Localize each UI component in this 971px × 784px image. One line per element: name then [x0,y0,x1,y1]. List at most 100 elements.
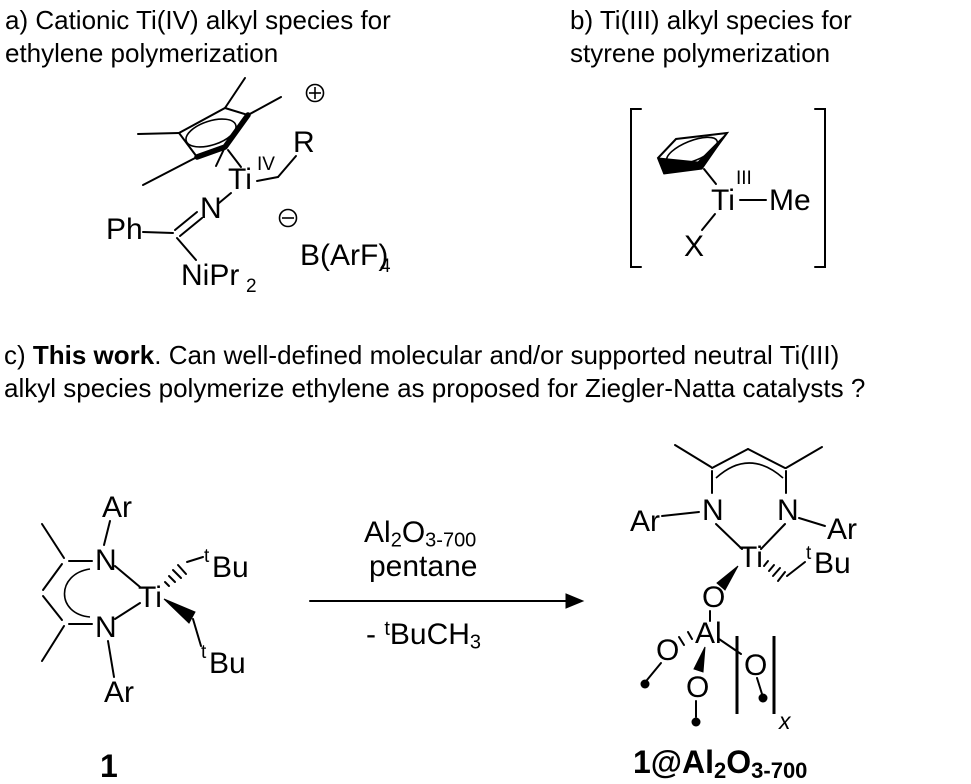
ti-label: Ti [739,541,763,574]
section-b-heading: b) Ti(III) alkyl species for styrene pol… [570,4,852,70]
byproduct-minus: - [366,618,385,651]
n-ti-bond [114,602,141,620]
borate-label-sub: 4 [380,256,391,277]
n-ar-bond [107,640,115,678]
al-label: Al [695,617,722,650]
alkyl-r-bond [277,155,297,178]
structure-a-drawing: Ti IV R N Ph NiPr 2 B(ArF) 4 [106,77,391,297]
tbu-label-bottom: Bu [209,647,246,680]
surface-dot [758,693,768,703]
tbu-label: Bu [814,547,851,580]
reagent-al: Al [364,516,391,549]
alkyl-bond [786,561,806,577]
cp-star-ring-ellipse [185,118,237,148]
o-label-bracket: O [744,649,767,682]
repeat-subscript: x [778,708,792,734]
anion-minus-icon [278,208,298,228]
arrow-reagent: Al2O3-700 [364,518,476,555]
caption-line1-rest: . Can well-defined molecular and/or supp… [154,340,840,370]
tbu-label-top: Bu [212,551,249,584]
arrow-head [565,593,585,609]
me-label: Me [769,184,811,217]
ring-ti-bond [703,168,717,185]
hashed-bond [164,564,187,587]
n-label-bottom: N [95,611,117,644]
oxidation-state-label: III [736,168,752,189]
methyl-bond [224,77,246,109]
tbu-sup-bottom: t [201,642,207,663]
n-label-right: N [777,494,799,527]
alkyl-bond [192,618,202,647]
methyl-bond [785,446,823,469]
alkyl-bond [186,556,204,563]
o-surface-bond [756,677,763,695]
ti-label: Ti [138,581,162,614]
n-label: N [200,192,222,225]
methyl-bond [674,444,712,468]
borate-label: B(ArF) [300,239,388,272]
ar-label-top: Ar [102,491,132,524]
structure-d-drawing: Ar N N Ar Ti t Bu O Al O O [630,444,857,734]
section-a-heading-line1: a) Cationic Ti(IV) alkyl species for [5,5,391,35]
r-group-label: R [293,126,315,159]
ph-label: Ph [106,213,143,246]
methyl-bond [41,523,65,559]
ring-ti-bond [227,149,242,168]
byproduct-sup: t [384,618,390,640]
cp-ring-ellipse [665,136,719,166]
product-label-p2: O [726,744,752,780]
wedge-bond [163,598,196,624]
conjugation-arc [63,568,91,618]
structure-b-drawing: Ti III Me X [630,108,826,268]
n-label-top: N [95,544,117,577]
methyl-bond [247,96,282,116]
byproduct-main: BuCH [389,618,470,651]
cation-plus-icon [305,83,325,103]
structure-c-drawing: Ar N N Ti t Bu t Bu Ar [41,491,249,709]
ar-label-left: Ar [630,505,660,538]
compound-number: 1 [100,748,118,784]
n-ti-bond [760,523,786,550]
wedge-bond [693,646,706,673]
section-b-heading-line2: styrene polymerization [570,38,831,68]
byproduct-sub: 3 [469,631,482,654]
tbu-sup-top: t [204,546,210,567]
ar-label-bottom: Ar [104,676,134,709]
n-ti-bond [715,523,743,550]
ph-c-bond [142,231,174,234]
hashed-bond [763,560,786,582]
section-a-heading: a) Cationic Ti(IV) alkyl species for eth… [5,4,391,70]
n-ar-bond [798,517,826,527]
n-ti-bond [114,565,141,588]
section-a-heading-line2: ethylene polymerization [5,38,279,68]
product-label-s1: 2 [714,757,727,783]
ar-label-right: Ar [827,513,857,546]
section-b-heading-line1: b) Ti(III) alkyl species for [570,5,852,35]
hashed-bond-short [678,631,693,646]
section-c-caption: c) This work. Can well-defined molecular… [4,339,969,405]
methyl-bond [137,132,180,135]
backbone-bond [42,595,63,621]
tbu-sup: t [806,543,812,564]
methyl-bond [41,625,65,662]
o-surface-bond [646,662,662,681]
arrow-solvent: pentane [369,550,478,583]
surface-dot [691,717,701,727]
x-label: X [684,230,704,263]
ti-alkyl-bond [256,176,279,182]
section-c-caption-line2: alkyl species polymerize ethylene as pro… [4,373,866,403]
wedge-bond [716,565,739,591]
arrow-byproduct: - tBuCH3 [366,614,481,657]
ti-x-bond [701,213,716,231]
amide-label-sub: 2 [246,276,257,297]
o-label-bottom: O [686,671,709,704]
reagent-o: O [401,516,426,549]
cn-double-bond-line1 [174,211,198,231]
methyl-bond [142,156,198,186]
methyl-bond [215,146,226,167]
ti-label: Ti [711,184,735,217]
caption-prefix: c) [4,340,33,370]
ar-n-bond [103,520,111,546]
conjugation-arc [715,462,784,479]
